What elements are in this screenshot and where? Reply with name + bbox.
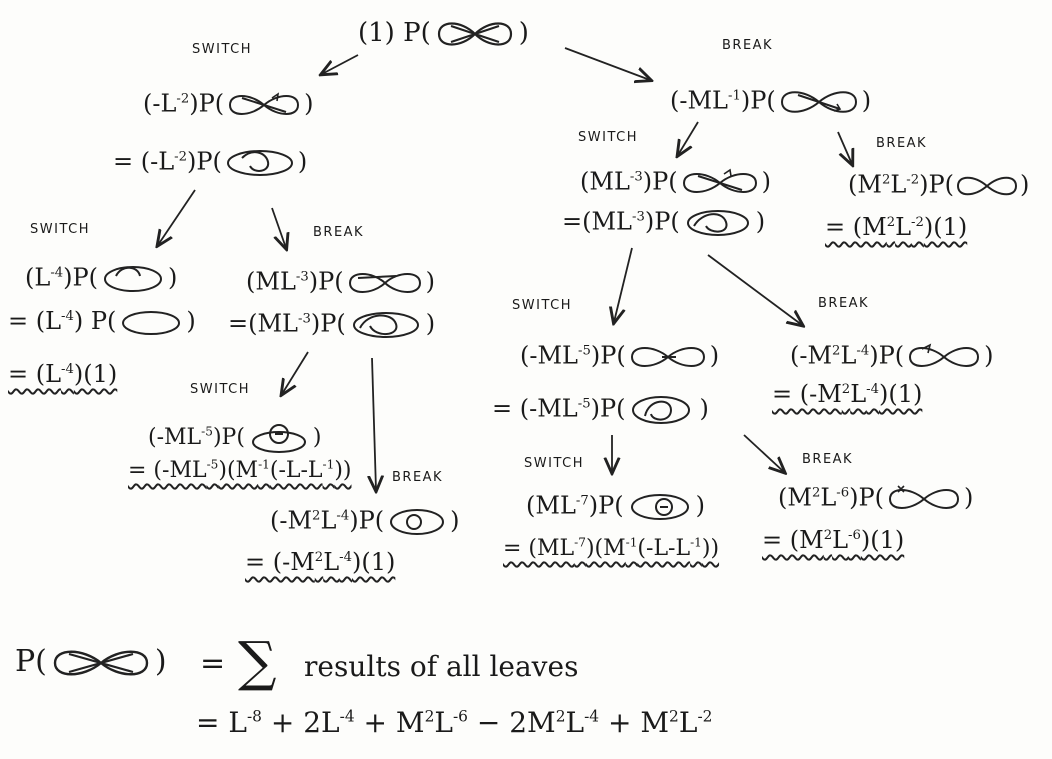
arrow-a-break <box>271 207 286 248</box>
knot-a1-icon <box>229 92 300 115</box>
knot-g2a-icon <box>888 485 960 509</box>
node-b1: (-ML-1)P() <box>670 84 871 120</box>
node-d1a: (-ML-5)P() <box>148 420 322 456</box>
label-break-a: BREAK <box>313 225 365 240</box>
label-switch-b: SWITCH <box>578 130 638 145</box>
node-c1b: = (L-4) P() <box>8 307 196 338</box>
node-c1c-leaf: = (L-4)(1) <box>8 360 118 388</box>
arrow-root-break <box>564 47 650 80</box>
node-a1: (-L-2)P() <box>143 88 314 122</box>
arrow-b-break <box>837 131 852 164</box>
node-d2b-leaf: = (-M2L-4)(1) <box>245 548 396 576</box>
knot-c1b-icon <box>122 310 181 335</box>
knot-e2a-icon <box>956 176 1018 196</box>
knot-e1a-icon <box>682 168 757 193</box>
arrow-f-break <box>743 434 784 472</box>
summary-equals: = <box>200 646 226 681</box>
arrow-c2-break <box>372 357 376 490</box>
node-g2b-leaf: = (M2L-6)(1) <box>762 526 905 554</box>
label-switch-a: SWITCH <box>30 222 90 237</box>
term-0: L-8 <box>228 706 262 739</box>
node-g1b-leaf: = (ML-7)(M-1(-L-L-1)) <box>503 535 720 561</box>
arrow-b-switch <box>678 121 699 155</box>
arrow-e-break <box>707 254 802 325</box>
node-c2b: =(ML-3)P() <box>228 308 435 342</box>
summary-result: = L-8 + 2L-4 + M2L-6 − 2M2L-4 + M2L-2 <box>196 706 713 739</box>
label-switch-f: SWITCH <box>524 456 584 471</box>
arrow-root-switch <box>322 54 359 74</box>
node-d1b-leaf: = (-ML-5)(M-1(-L-L-1)) <box>128 457 352 483</box>
label-break-c2: BREAK <box>392 470 444 485</box>
term-4: + M2L-2 <box>599 706 713 739</box>
knot-b1-icon <box>780 91 857 113</box>
arrow-c2-switch <box>282 351 309 394</box>
label-break-b: BREAK <box>876 136 928 151</box>
term-3: − 2M2L-4 <box>467 706 600 739</box>
label-switch-c2: SWITCH <box>190 382 250 397</box>
summary-lhs: P() <box>15 642 167 684</box>
term-1: + 2L-4 <box>261 706 355 739</box>
label-switch-root: SWITCH <box>192 42 252 57</box>
sum-symbol: ∑ <box>238 630 277 693</box>
node-c1a: (L-4)P() <box>25 262 177 296</box>
label-switch-e: SWITCH <box>512 298 572 313</box>
node-e1b: =(ML-3)P() <box>562 206 765 240</box>
node-e1a: (ML-3)P() <box>580 166 771 200</box>
label-break-root: BREAK <box>722 38 774 53</box>
knot-f1b-icon <box>632 396 691 424</box>
node-g1a: (ML-7)P() <box>526 490 705 524</box>
knot-c2b-icon <box>352 312 419 338</box>
knot-e1b-icon <box>686 210 749 236</box>
arrow-e-switch <box>614 247 633 322</box>
node-a2: = (-L-2)P() <box>113 146 307 180</box>
knot-d1a-icon <box>251 424 306 453</box>
knot-f1a-icon <box>630 347 705 367</box>
knot-d2a-icon <box>390 509 445 535</box>
knot-c2a-icon <box>348 273 421 293</box>
node-f2a: (-M2L-4)P() <box>790 340 993 374</box>
knot-c1a-icon <box>104 266 163 292</box>
knot-root-icon <box>437 22 512 46</box>
node-c2a: (ML-3)P() <box>246 266 435 300</box>
node-f2b-leaf: = (-M2L-4)(1) <box>772 380 923 408</box>
term-2: + M2L-6 <box>354 706 468 739</box>
knot-a2-icon <box>226 150 293 176</box>
arrow-a-switch <box>158 189 196 245</box>
node-g2a: (M2L-6)P() <box>778 482 973 516</box>
label-break-f: BREAK <box>802 452 854 467</box>
node-d2a: (-M2L-4)P() <box>270 505 459 539</box>
root-prefix: (1) P( <box>358 18 431 48</box>
root-suffix: ) <box>518 18 529 48</box>
knot-f2a-icon <box>909 343 980 367</box>
node-f1b: = (-ML-5)P() <box>492 392 709 428</box>
knot-summary-icon <box>53 650 149 676</box>
node-e2a: (M2L-2)P() <box>848 170 1029 202</box>
label-break-e: BREAK <box>818 296 870 311</box>
summary-text: results of all leaves <box>304 650 579 683</box>
root-expression: (1) P() <box>358 14 529 54</box>
node-e2b-leaf: = (M2L-2)(1) <box>825 213 968 241</box>
knot-g1a-icon <box>630 494 689 520</box>
node-f1a: (-ML-5)P() <box>520 340 719 374</box>
